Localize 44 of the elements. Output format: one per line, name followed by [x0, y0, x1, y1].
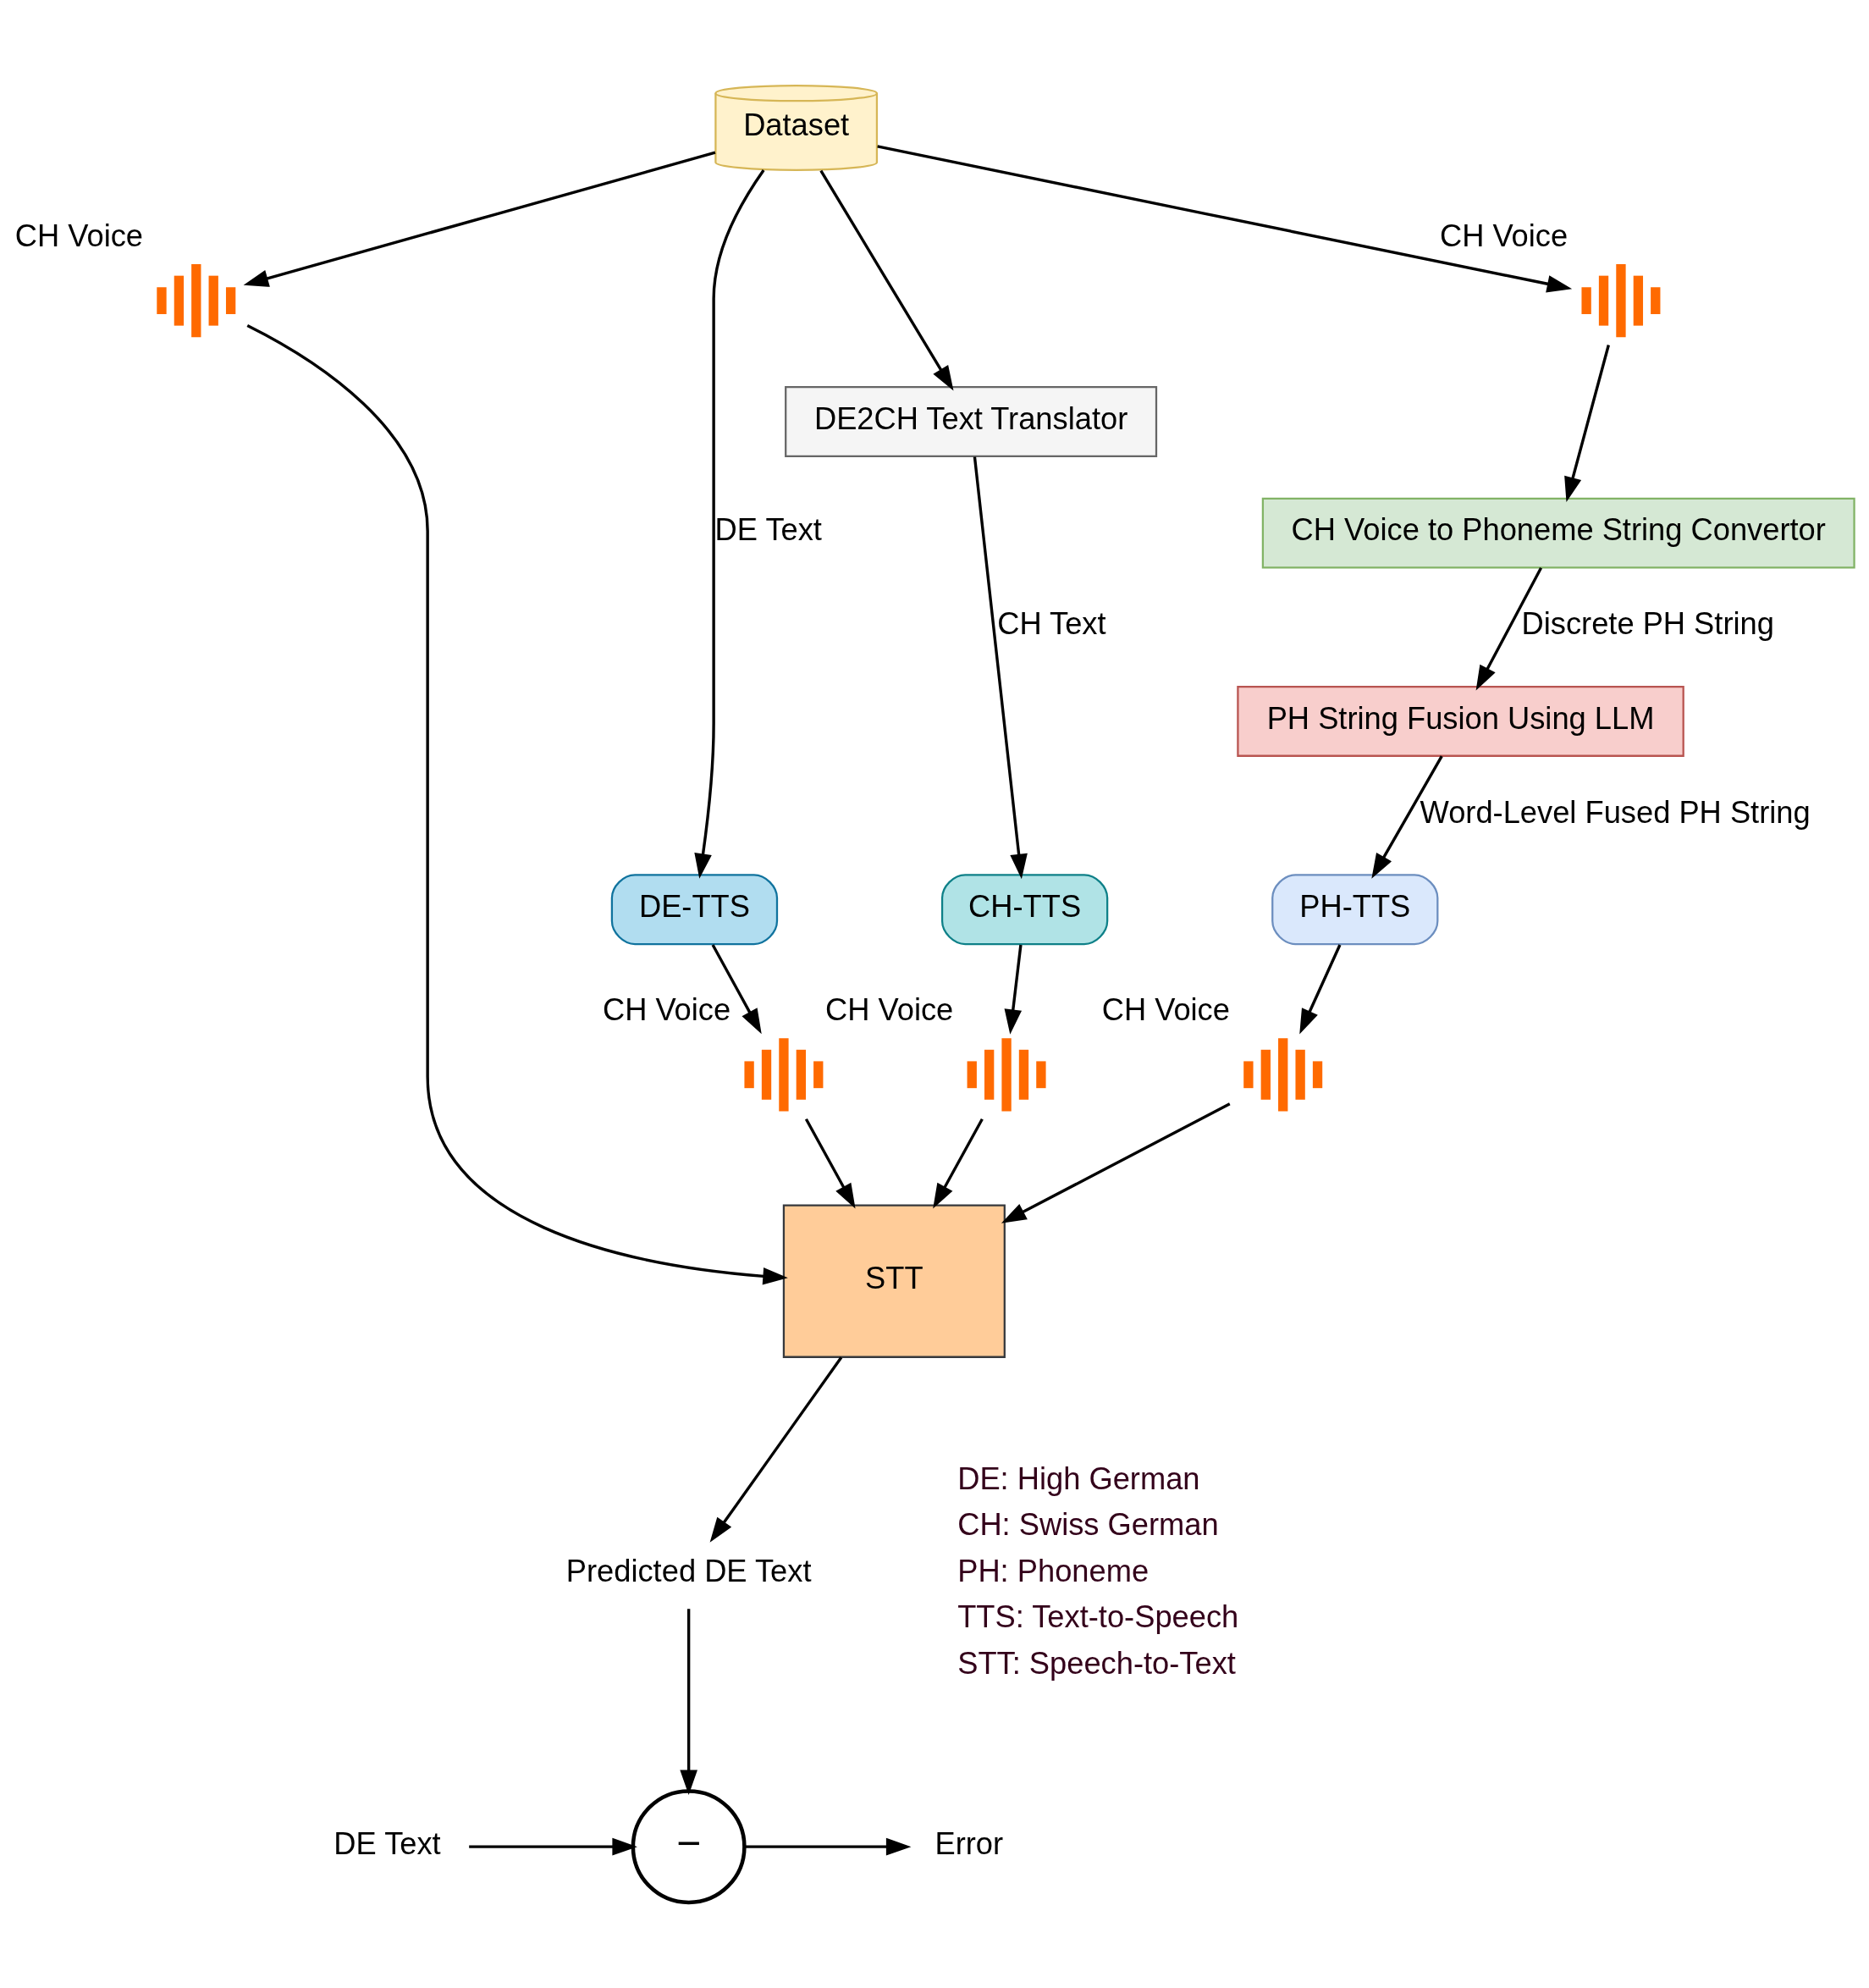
arrow: [243, 151, 716, 287]
label: TTS: Text-to-Speech: [957, 1599, 1239, 1635]
arrow: [804, 1118, 856, 1209]
node-circle: −: [631, 1789, 747, 1905]
node-box: PH String Fusion Using LLM: [1237, 685, 1684, 757]
node-label: CH Voice: [1439, 218, 1569, 254]
node-text: DE Text: [334, 1825, 441, 1861]
label: CH: Swiss German: [957, 1507, 1219, 1543]
arrow: [973, 456, 1028, 880]
edge-label: CH Text: [997, 606, 1106, 642]
edge-label: DE Text: [714, 512, 822, 548]
node-label: CH Voice: [14, 218, 144, 254]
arrow: [1299, 944, 1342, 1035]
arrow: [469, 1837, 637, 1856]
node-text: Error: [934, 1825, 1004, 1861]
arrow: [819, 169, 954, 391]
arrow: [1004, 944, 1023, 1035]
node-box: CH Voice to Phoneme String Convertor: [1261, 497, 1855, 569]
node-box: DE-TTS: [610, 874, 779, 946]
label: STT: Speech-to-Text: [957, 1645, 1236, 1681]
node-box: CH-TTS: [940, 874, 1109, 946]
edge-label: Word-Level Fused PH String: [1420, 794, 1811, 830]
arrow: [694, 169, 765, 879]
arrow: [711, 944, 762, 1035]
node-label: CH Voice: [602, 992, 731, 1028]
node-box: DE2CH Text Translator: [785, 386, 1158, 457]
node-text: Predicted DE Text: [565, 1553, 812, 1588]
arrow: [877, 145, 1573, 293]
arrow: [1475, 567, 1543, 691]
node-label: CH Voice: [825, 992, 954, 1028]
label: PH: Phoneme: [957, 1553, 1150, 1588]
arrow: [1371, 755, 1443, 879]
label: DE: High German: [957, 1461, 1200, 1496]
arrow: [246, 324, 788, 1285]
node-box: PH-TTS: [1271, 874, 1439, 946]
node-box: STT: [782, 1204, 1006, 1358]
arrow: [744, 1837, 912, 1856]
arrow: [933, 1118, 984, 1209]
arrow: [1564, 345, 1610, 502]
edge-label: Discrete PH String: [1521, 606, 1774, 642]
node-label: CH Voice: [1101, 992, 1230, 1028]
arrow: [1001, 1102, 1231, 1223]
arrow: [709, 1356, 843, 1543]
arrow: [680, 1609, 697, 1796]
